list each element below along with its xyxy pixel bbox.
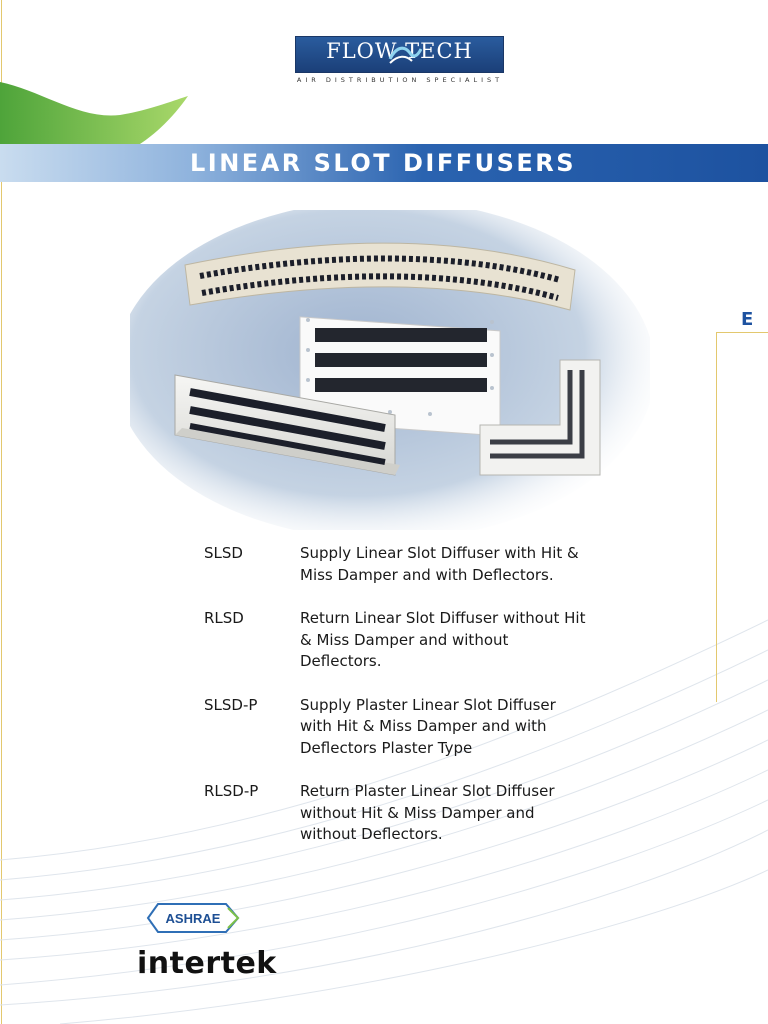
section-tab-letter: E [741, 309, 754, 330]
green-swoosh-graphic [0, 82, 188, 165]
page-title: LINEAR SLOT DIFFUSERS [190, 149, 577, 177]
intertek-logo: intertek [137, 946, 277, 981]
side-tab-rule [716, 332, 717, 702]
spec-list: SLSD Supply Linear Slot Diffuser with Hi… [204, 543, 624, 868]
product-photo [130, 210, 650, 530]
wave-icon [388, 46, 422, 64]
logo-brand-name: FLOW TECH [326, 39, 473, 63]
side-tab-divider [716, 332, 768, 333]
spec-row: RLSD Return Linear Slot Diffuser without… [204, 608, 624, 673]
spec-code: SLSD-P [204, 695, 258, 714]
title-bar: LINEAR SLOT DIFFUSERS [0, 144, 768, 182]
logo-tagline: AIR DISTRIBUTION SPECIALIST [296, 76, 504, 84]
spec-code: SLSD [204, 544, 243, 562]
spec-description: Supply Plaster Linear Slot Diffuser with… [300, 695, 556, 757]
ashrae-logo-text: ASHRAE [166, 911, 221, 926]
spec-description: Supply Linear Slot Diffuser with Hit & M… [300, 544, 579, 584]
logo-box: FLOW TECH [295, 36, 504, 73]
page-edge-line [1, 0, 2, 1024]
spec-code: RLSD-P [204, 782, 259, 800]
spec-description: Return Plaster Linear Slot Diffuser with… [300, 782, 555, 843]
spec-row: SLSD Supply Linear Slot Diffuser with Hi… [204, 543, 624, 586]
spec-code: RLSD [204, 609, 244, 627]
spec-description: Return Linear Slot Diffuser without Hit … [300, 609, 586, 670]
flowtech-logo: FLOW TECH AIR DISTRIBUTION SPECIALIST [295, 36, 505, 88]
spec-row: RLSD-P Return Plaster Linear Slot Diffus… [204, 781, 624, 846]
spec-row: SLSD-P Supply Plaster Linear Slot Diffus… [204, 695, 624, 760]
ashrae-logo: ASHRAE [146, 903, 240, 933]
